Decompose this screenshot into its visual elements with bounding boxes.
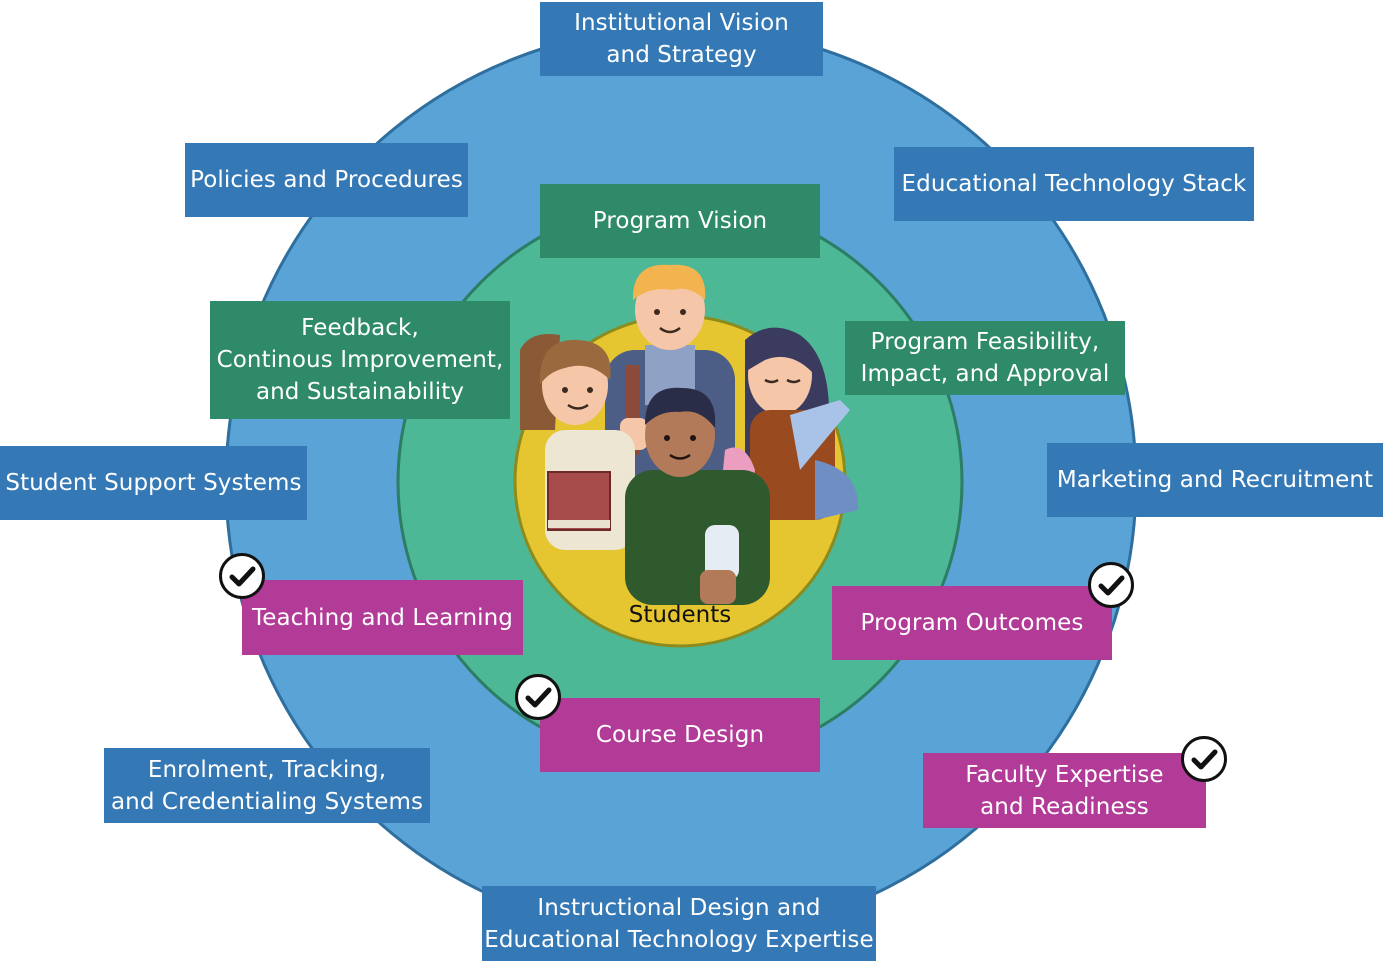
program-vision-box: Program Vision (540, 184, 820, 258)
course-design-box: Course Design (540, 698, 820, 772)
student-support-box: Student Support Systems (0, 446, 307, 520)
teaching-learning-check-icon (219, 553, 265, 599)
students-label: Students (628, 602, 732, 628)
students-illustration (520, 264, 859, 605)
marketing-recruitment-box: Marketing and Recruitment (1047, 443, 1383, 517)
enrolment-tracking-box: Enrolment, Tracking, and Credentialing S… (104, 748, 430, 823)
program-outcomes-check-icon (1088, 562, 1134, 608)
institutional-vision-box: Institutional Vision and Strategy (540, 2, 823, 76)
faculty-expertise-check-icon (1181, 736, 1227, 782)
instructional-design-box: Instructional Design and Educational Tec… (482, 886, 876, 961)
teaching-learning-box: Teaching and Learning (242, 580, 523, 655)
faculty-expertise-box: Faculty Expertise and Readiness (923, 753, 1206, 828)
policies-procedures-box: Policies and Procedures (185, 143, 468, 217)
edtech-stack-box: Educational Technology Stack (894, 147, 1254, 221)
program-feasibility-box: Program Feasibility, Impact, and Approva… (845, 321, 1125, 395)
program-outcomes-box: Program Outcomes (832, 586, 1112, 660)
course-design-check-icon (515, 674, 561, 720)
feedback-box: Feedback, Continous Improvement, and Sus… (210, 301, 510, 419)
